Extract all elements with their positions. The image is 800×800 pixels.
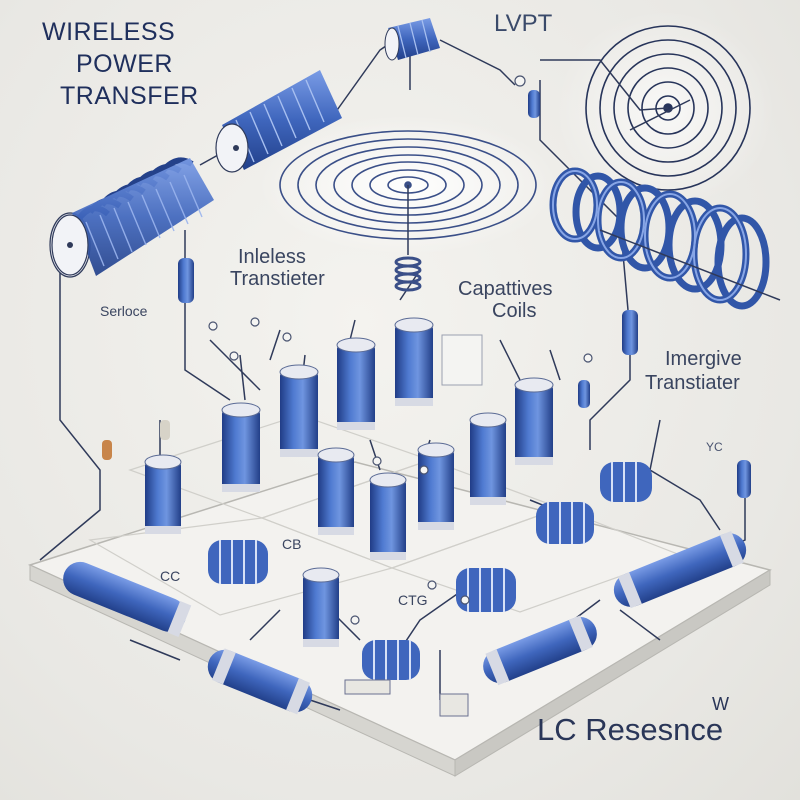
capacitor-11 (302, 567, 340, 647)
label-yc: YC (706, 440, 723, 454)
resistor-left-2 (207, 648, 313, 715)
terminals (208, 75, 593, 625)
label-inleless: Inleless (238, 246, 306, 268)
capacitor-6 (317, 447, 355, 535)
vertical-spring-coil (394, 256, 422, 292)
label-ctg: CTG (398, 592, 428, 608)
capacitor-1 (394, 317, 434, 406)
helical-coil-small-top (384, 18, 440, 61)
power-resistors (63, 531, 747, 715)
capacitor-7 (369, 472, 407, 560)
label-cc: CC (160, 568, 181, 584)
resistor-left-1 (63, 561, 192, 637)
capacitor-2 (336, 337, 376, 430)
label-capacitive: Capattives (458, 278, 553, 300)
capacitor-5 (144, 454, 182, 534)
right-spiral-field (585, 25, 751, 191)
label-serloce: Serloce (100, 303, 148, 319)
module-box (344, 334, 483, 717)
helical-coil-left (49, 157, 214, 278)
resistor-right-1 (613, 531, 747, 609)
capacitor-4 (221, 402, 261, 492)
label-lvpt: LVPT (494, 10, 553, 37)
board-inductors (208, 462, 652, 680)
label-lc-resonance: LC Resesnce (537, 712, 724, 747)
capacitor-8 (417, 442, 455, 530)
label-imergive: Imergive (665, 348, 742, 370)
capacitor-array (144, 317, 554, 647)
inductor-2 (600, 462, 652, 502)
small-resistors (102, 90, 751, 498)
title-line-2: POWER (76, 50, 173, 78)
inductor-3 (536, 502, 594, 544)
label-transtieter: Transtieter (230, 268, 325, 290)
capacitor-10 (514, 377, 554, 465)
capacitor-9 (469, 412, 507, 505)
label-lc-w: W (712, 694, 729, 714)
label-coils: Coils (492, 300, 537, 322)
helical-coil-right (549, 167, 781, 310)
title-line-3: TRANSFER (60, 82, 199, 110)
capacitor-3 (279, 364, 319, 457)
helical-coil-top (215, 70, 342, 173)
resistor-right-2 (483, 615, 597, 686)
inductor-4 (456, 568, 516, 612)
title-line-1: WIRELESS (42, 18, 176, 46)
label-cb: CB (282, 536, 302, 552)
inductor-1 (208, 540, 268, 584)
inductor-5 (362, 640, 420, 680)
label-transtiater: Transtiater (645, 372, 740, 394)
